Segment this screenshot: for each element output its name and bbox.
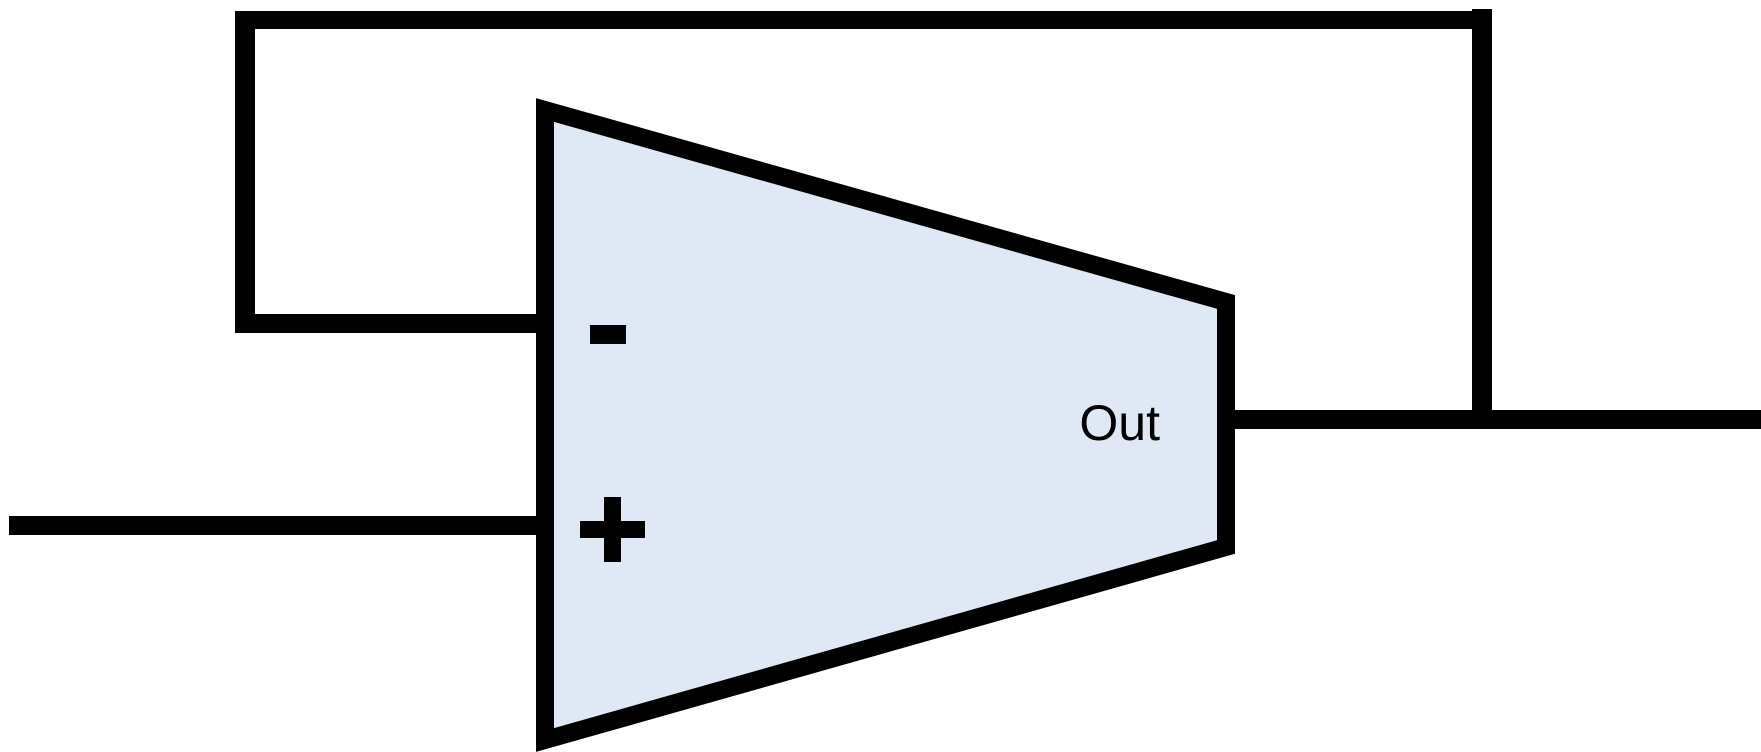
- feedback-left-wire: [235, 11, 255, 333]
- output-wire: [1226, 410, 1761, 429]
- output-label: Out: [1079, 395, 1160, 451]
- minus-symbol: [590, 325, 626, 344]
- plus-symbol-vertical: [604, 497, 621, 562]
- feedback-top-wire: [235, 11, 1491, 29]
- non-inverting-input-wire: [9, 516, 545, 535]
- inverting-input-wire: [235, 314, 545, 333]
- feedback-right-wire: [1472, 9, 1492, 420]
